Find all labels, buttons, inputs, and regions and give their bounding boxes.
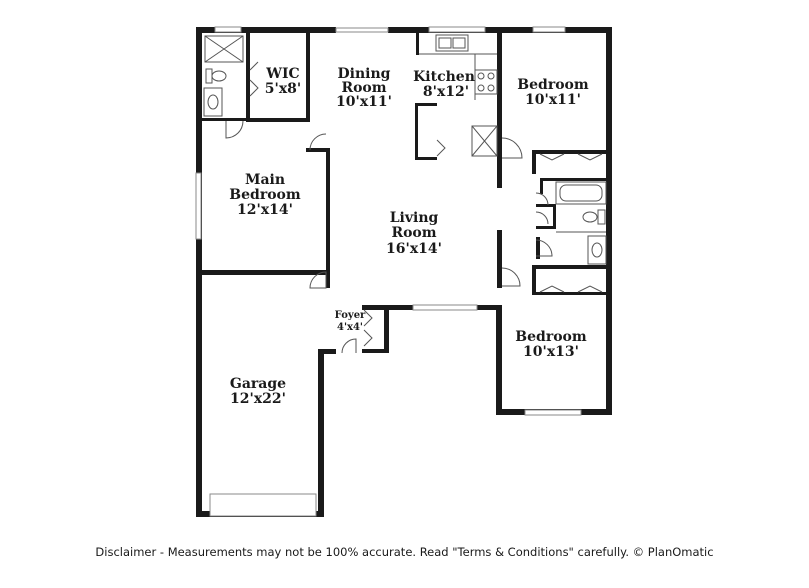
dining-size: 10'x11' [336,94,392,110]
dining-label-line1: Dining [338,66,391,82]
kitchen-size: 8'x12' [423,84,469,100]
main-bedroom-label-line1: Main [245,172,285,188]
disclaimer-text: Disclaimer - Measurements may not be 100… [95,545,714,559]
bedroom-bottom-label: Bedroom [515,329,587,345]
main-bedroom-label-line2: Bedroom [229,187,301,203]
foyer-label: Foyer [335,310,366,321]
garage-label: Garage [230,376,286,392]
interior-walls [202,33,612,295]
bedroom-bottom-size: 10'x13' [523,344,579,360]
windows [195,26,582,517]
dining-label-line2: Room [341,80,386,96]
wic-size: 5'x8' [265,81,301,97]
living-size: 16'x14' [386,241,442,257]
bedroom-top-size: 10'x11' [525,92,581,108]
doors [225,61,603,354]
main-bedroom-size: 12'x14' [237,202,293,218]
living-label-line2: Room [391,225,436,241]
fixtures [203,34,607,265]
living-label-line1: Living [390,210,439,226]
room-labels: WIC 5'x8' Dining Room 10'x11' Kitchen 8'… [229,66,589,407]
foyer-size: 4'x4' [337,322,363,333]
wic-label: WIC [265,66,299,82]
kitchen-label: Kitchen [413,69,475,85]
garage-size: 12'x22' [230,391,286,407]
bedroom-top-label: Bedroom [517,77,589,93]
